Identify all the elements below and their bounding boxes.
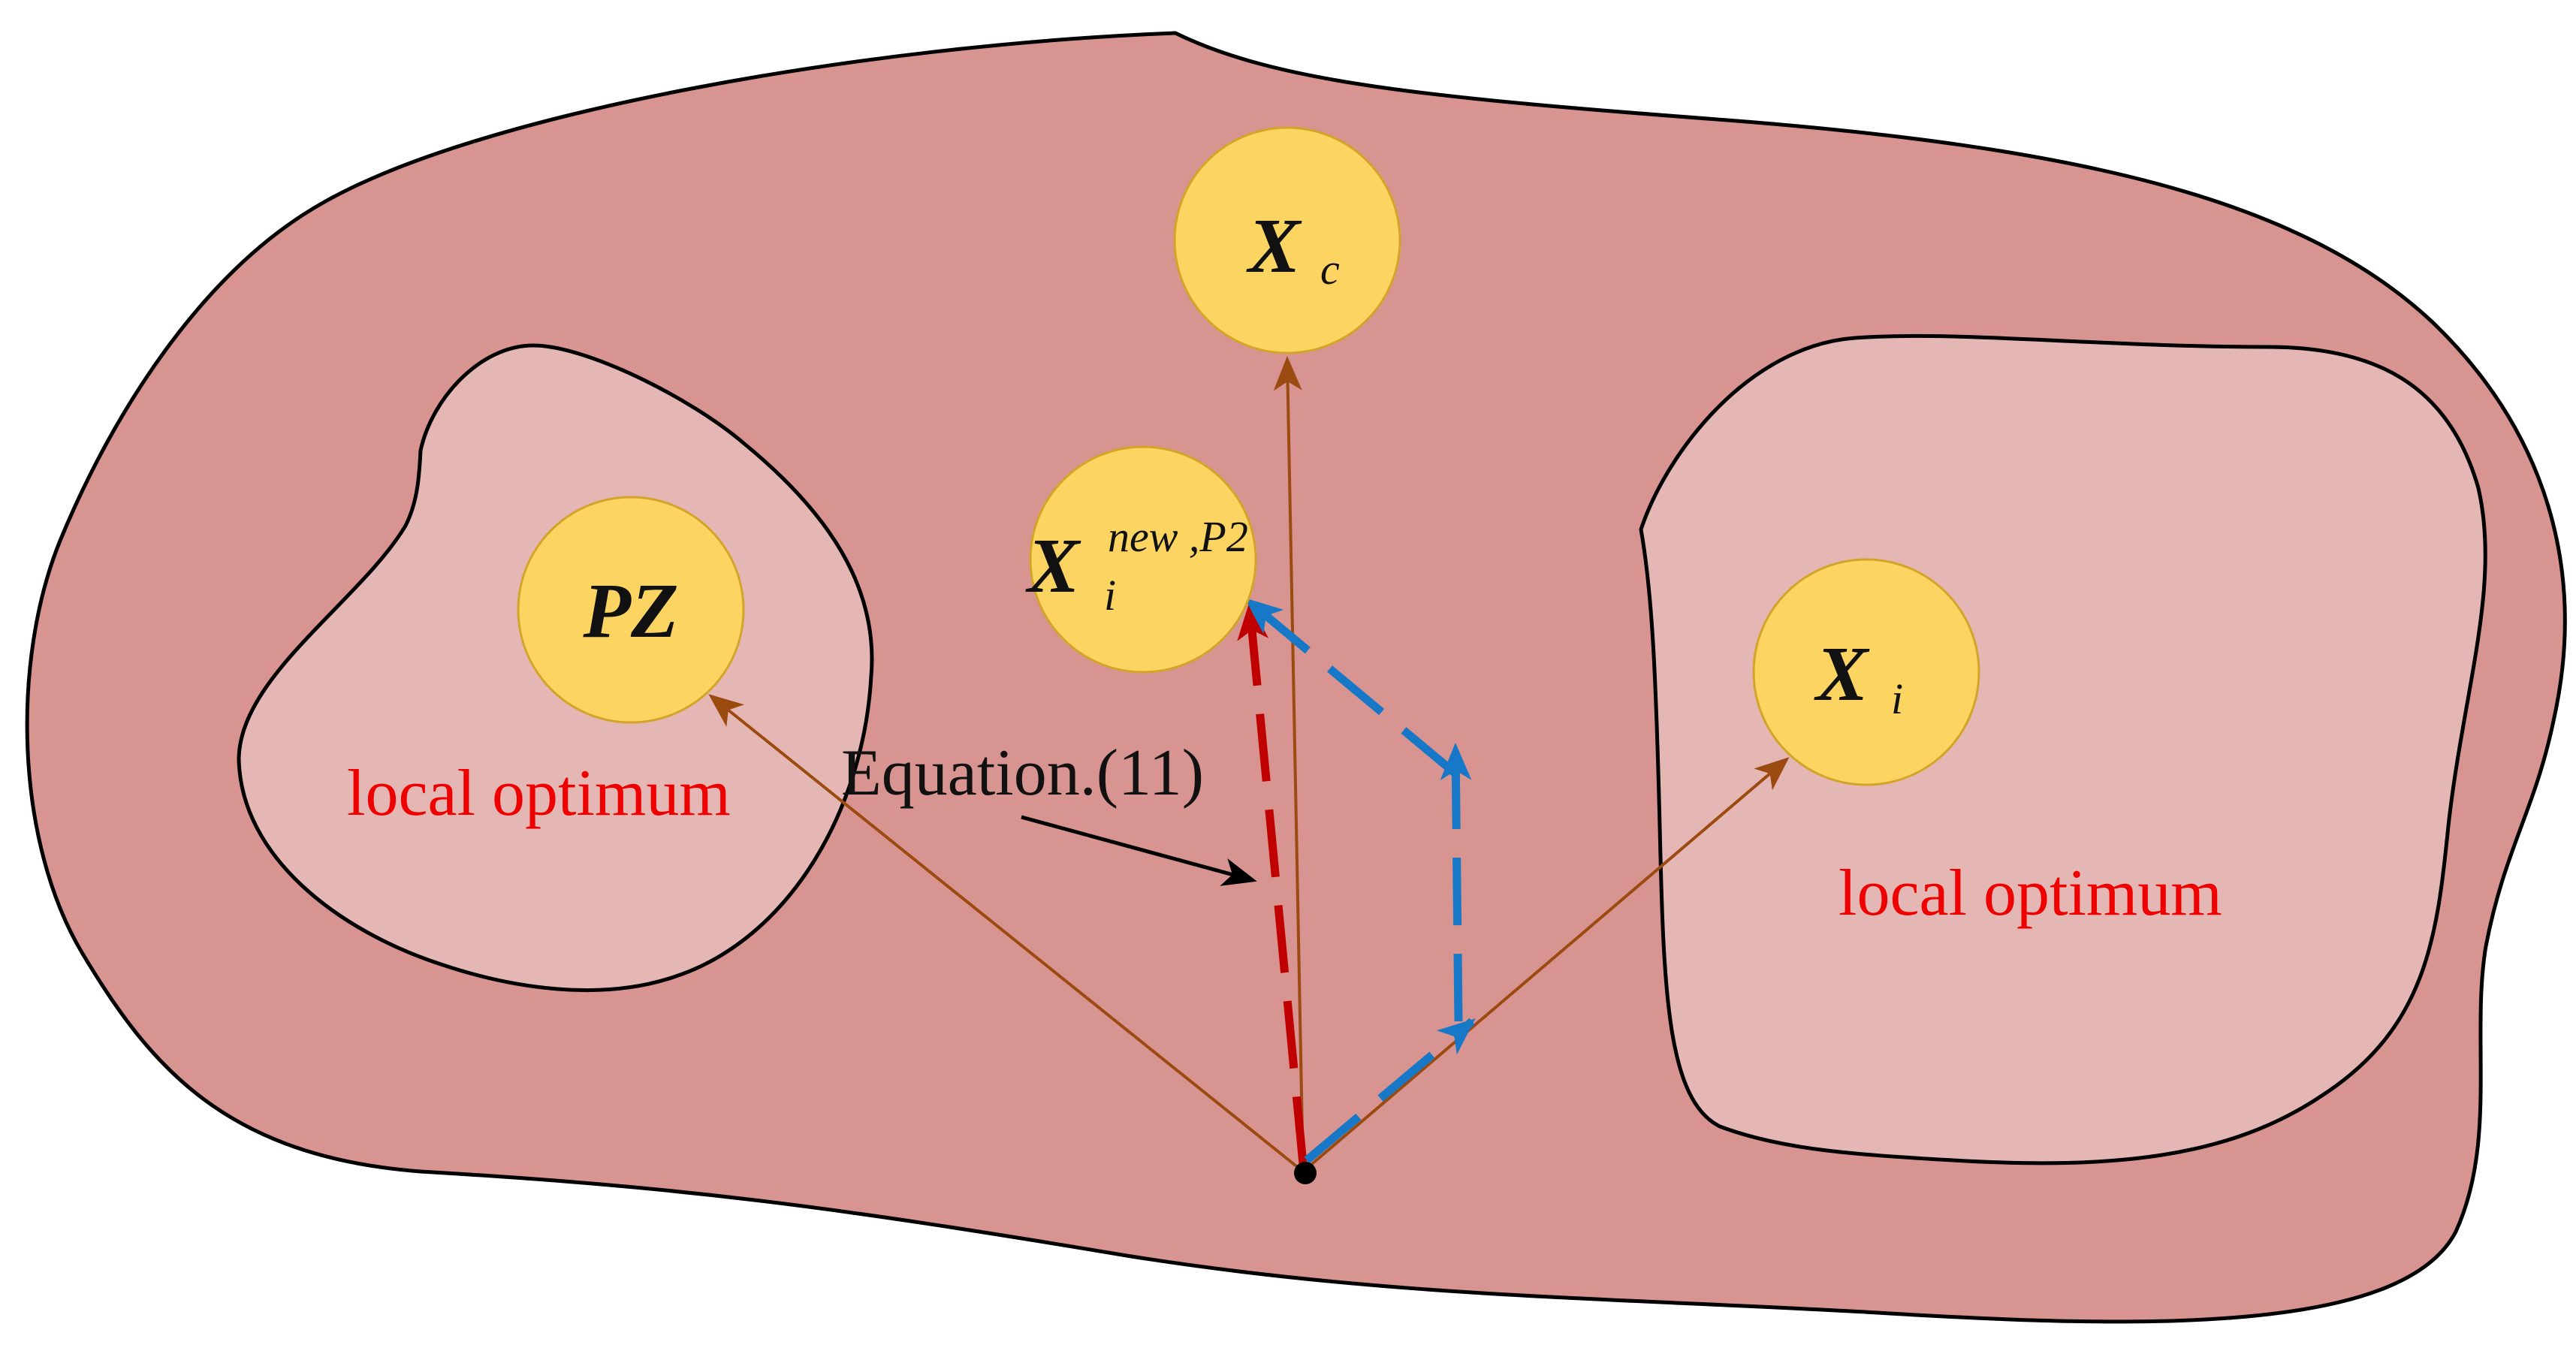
node-xc-label: X <box>1246 203 1302 289</box>
blue-dashed-arrow-1 <box>1304 1018 1476 1164</box>
origin-point <box>1294 1162 1317 1184</box>
region-left-label: local optimum <box>347 757 731 830</box>
arrow-to-pz <box>708 694 1305 1173</box>
node-xnew: X i new ,P2 <box>1025 445 1257 674</box>
equation-label: Equation.(11) <box>841 737 1204 810</box>
node-xnew-label: X <box>1025 523 1081 609</box>
node-pz-label: PZ <box>582 568 678 654</box>
node-xi: X i <box>1752 558 1980 786</box>
blue-dashed-arrow-3 <box>1244 597 1458 777</box>
arrow-to-xc <box>1273 356 1305 1172</box>
node-xi-subscript: i <box>1891 674 1903 723</box>
blue-dashed-arrow-2 <box>1440 743 1472 1022</box>
node-xc-subscript: c <box>1320 245 1340 294</box>
node-xc: X c <box>1173 126 1401 354</box>
arrow-to-xi <box>1302 757 1790 1173</box>
equation-pointer-arrow <box>1021 815 1257 886</box>
node-pz: PZ <box>517 496 745 724</box>
region-right-label: local optimum <box>1838 857 2222 930</box>
local-optimum-region-right <box>1639 333 2487 1166</box>
node-xnew-subscript: i <box>1104 571 1116 620</box>
node-xi-label: X <box>1814 631 1870 717</box>
node-xnew-superscript: new ,P2 <box>1108 512 1248 561</box>
